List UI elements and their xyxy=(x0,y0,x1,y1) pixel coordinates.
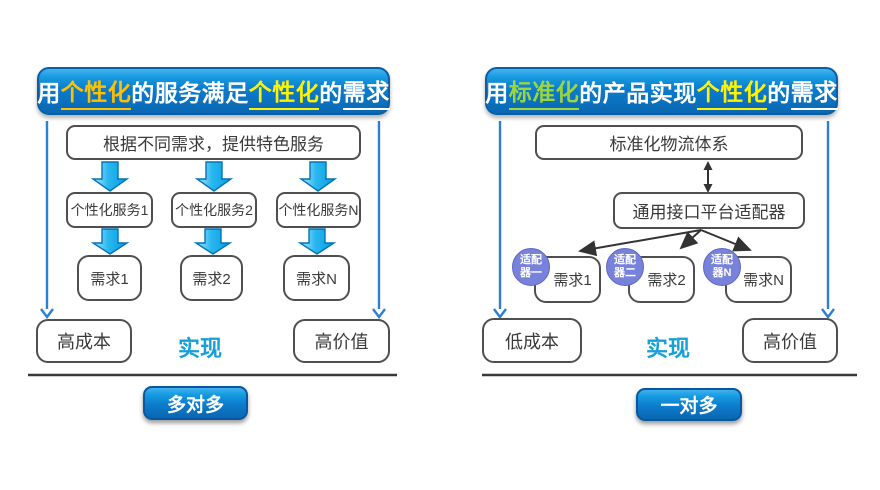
down-arrowhead-icon xyxy=(493,308,507,319)
branch-arrow xyxy=(578,229,702,257)
left-value-box: 高价值 xyxy=(293,319,390,363)
header-highlight: 需求 xyxy=(342,73,390,110)
right-top-box: 标准化物流体系 xyxy=(535,125,803,160)
adapter-label: 器二 xyxy=(614,267,636,279)
down-arrowhead-icon xyxy=(821,308,835,319)
platform-box: 通用接口平台适配器 xyxy=(613,192,805,229)
adapter-label: 适配 xyxy=(711,253,733,266)
service-box-3: 个性化服务N xyxy=(276,192,361,228)
service-box-2: 个性化服务2 xyxy=(171,192,257,228)
down-block-arrow-icon xyxy=(193,228,233,255)
down-arrowhead-icon xyxy=(40,308,54,319)
right-realize-label: 实现 xyxy=(645,336,690,361)
demand-box-2: 需求2 xyxy=(180,255,243,301)
adapter-label: 适配 xyxy=(520,253,542,266)
header-text: 的 xyxy=(767,80,791,106)
branch-arrow xyxy=(679,229,702,250)
branch-arrow xyxy=(700,229,752,252)
right-cost-box: 低成本 xyxy=(482,318,582,363)
up-arrowhead-icon xyxy=(703,161,713,170)
down-block-arrow-icon xyxy=(90,161,130,192)
adapter-badge-2: 适配 器二 xyxy=(606,248,644,286)
down-block-arrow-icon xyxy=(90,228,130,255)
header-text: 用 xyxy=(37,80,61,106)
adapter-badge-3: 适配 器N xyxy=(703,248,741,286)
right-bottom-button: 一对多 xyxy=(636,388,742,421)
header-text: 的服务满足 xyxy=(131,80,249,106)
left-realize-label: 实现 xyxy=(177,336,222,361)
header-highlight: 个性化 xyxy=(248,73,320,110)
adapter-label: 器一 xyxy=(520,267,542,279)
left-header-banner: 用个性化的服务满足个性化的需求 xyxy=(37,67,390,115)
demand-box-1: 需求1 xyxy=(77,255,142,301)
header-text: 的产品实现 xyxy=(579,80,697,106)
service-box-1: 个性化服务1 xyxy=(66,192,153,228)
left-cost-box: 高成本 xyxy=(36,319,132,363)
header-text: 的 xyxy=(319,80,343,106)
header-text: 用 xyxy=(485,80,509,106)
header-highlight: 个性化 xyxy=(696,73,768,110)
right-header-banner: 用标准化的产品实现个性化的需求 xyxy=(485,67,838,115)
adapter-label: 器N xyxy=(712,267,732,279)
demand-box-3: 需求N xyxy=(283,255,350,301)
left-top-box: 根据不同需求，提供特色服务 xyxy=(66,125,361,160)
header-highlight: 个性化 xyxy=(60,73,132,110)
left-bottom-button: 多对多 xyxy=(143,386,248,420)
down-block-arrow-icon xyxy=(297,228,337,255)
header-highlight: 标准化 xyxy=(508,73,580,110)
down-block-arrow-icon xyxy=(298,161,338,192)
header-highlight: 需求 xyxy=(790,73,838,110)
down-arrowhead-icon xyxy=(372,308,386,319)
right-value-box: 高价值 xyxy=(742,318,838,363)
adapter-badge-1: 适配 器一 xyxy=(512,248,550,286)
down-block-arrow-icon xyxy=(194,161,234,192)
adapter-label: 适配 xyxy=(614,253,636,266)
